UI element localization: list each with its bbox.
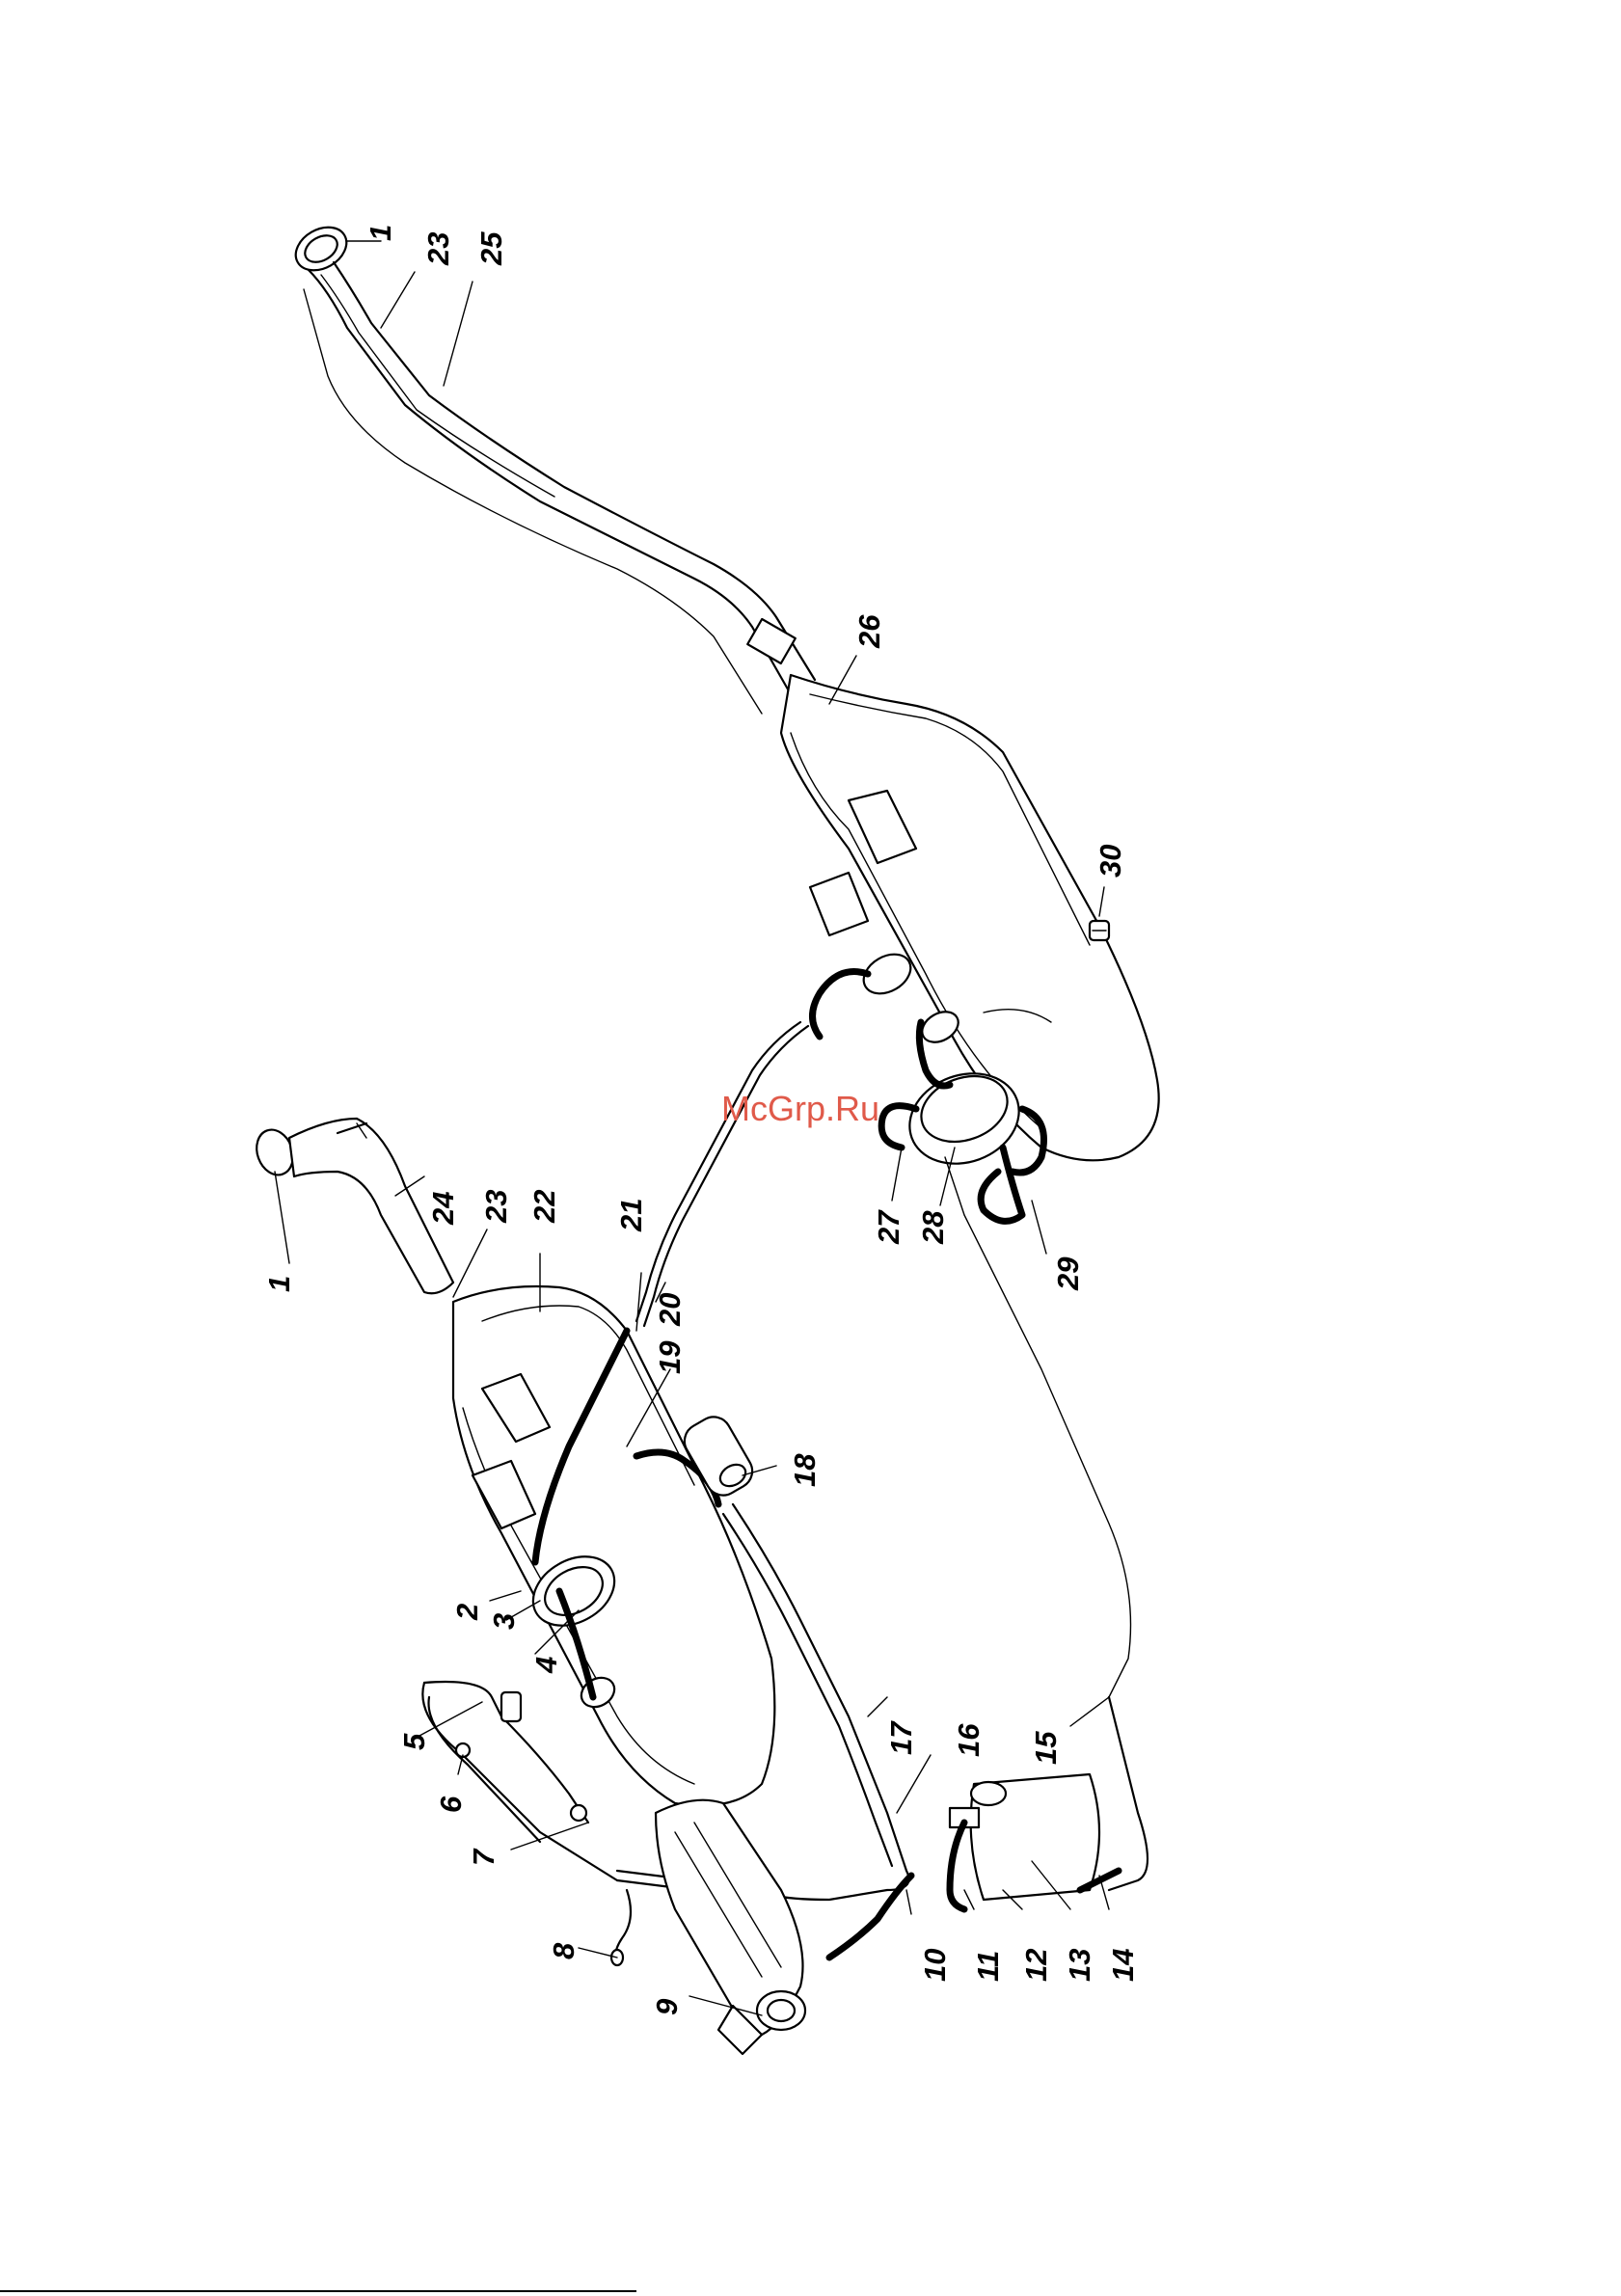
callout-17: 17 [884,1720,918,1755]
callout-1-upper: 1 [364,225,397,241]
callout-22: 22 [527,1190,561,1224]
rail-bracket [422,1682,631,1965]
callout-29: 29 [1051,1256,1085,1291]
callout-23-upper: 23 [421,232,455,266]
hose-10 [829,1876,911,1958]
hose-29 [981,1148,1022,1221]
front-fuel-tank [453,1286,774,1806]
callout-14: 14 [1106,1949,1140,1982]
plug-30 [1090,921,1109,940]
callout-28: 28 [916,1210,950,1245]
callout-12: 12 [1019,1949,1053,1982]
callout-5: 5 [397,1733,431,1750]
charcoal-canister [950,1774,1099,1900]
callout-30: 30 [1094,845,1127,878]
callout-24: 24 [426,1192,460,1226]
callout-1-lower: 1 [262,1276,296,1292]
upper-filler-neck [288,219,815,714]
callout-13: 13 [1063,1949,1096,1982]
callout-11: 11 [971,1951,1005,1982]
hose-tank-top [813,972,869,1038]
hose-11 [950,1823,964,1909]
callout-20: 20 [653,1293,687,1327]
callout-16: 16 [952,1723,986,1757]
callout-4: 4 [529,1657,563,1674]
callout-9: 9 [650,1998,684,2015]
callout-15: 15 [1029,1731,1063,1765]
callout-10: 10 [918,1949,952,1982]
watermark: McGrp.Ru [721,1089,879,1128]
callout-25: 25 [474,231,508,266]
callout-2: 2 [450,1604,484,1621]
callout-21: 21 [614,1199,648,1232]
callout-26: 26 [852,614,886,649]
callout-19: 19 [653,1340,687,1374]
lower-filler-neck [251,1119,453,1293]
callout-27: 27 [872,1209,905,1245]
callout-18: 18 [788,1453,822,1487]
callout-23-lower: 23 [479,1190,513,1224]
callout-8: 8 [547,1942,581,1959]
callout-6: 6 [434,1796,468,1813]
callout-7: 7 [467,1848,500,1866]
callout-3: 3 [487,1613,521,1630]
